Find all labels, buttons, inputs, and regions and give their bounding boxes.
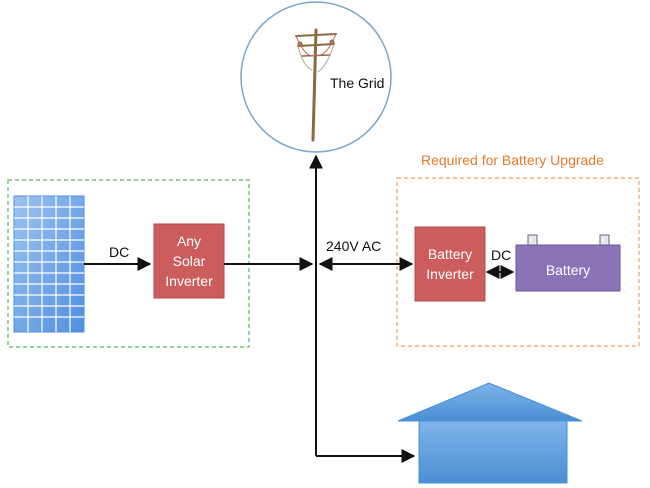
- solar-inverter-line-3: Inverter: [165, 273, 213, 289]
- solar-inverter-line-2: Solar: [173, 253, 206, 269]
- battery-inverter-line-1: Battery: [428, 246, 472, 262]
- ac-bus-label: 240V AC: [326, 238, 381, 254]
- utility-pole-icon: [295, 28, 337, 142]
- battery-upgrade-title: Required for Battery Upgrade: [421, 152, 604, 168]
- dc-solar-label: DC: [109, 244, 129, 260]
- battery-group-border: [396, 177, 640, 347]
- solar-inverter: Any Solar Inverter: [153, 223, 225, 299]
- battery-inverter: Battery Inverter: [414, 226, 486, 302]
- grid-node: The Grid: [240, 1, 392, 153]
- grid-label: The Grid: [330, 75, 384, 91]
- house-icon: [397, 382, 583, 484]
- battery-inverter-line-2: Inverter: [426, 266, 474, 282]
- solar-inverter-line-1: Any: [177, 233, 201, 249]
- battery-label: Battery: [546, 262, 590, 278]
- solar-panel-icon: [13, 195, 85, 333]
- battery-icon: Battery: [515, 234, 621, 292]
- dc-battery-label: DC: [491, 247, 511, 263]
